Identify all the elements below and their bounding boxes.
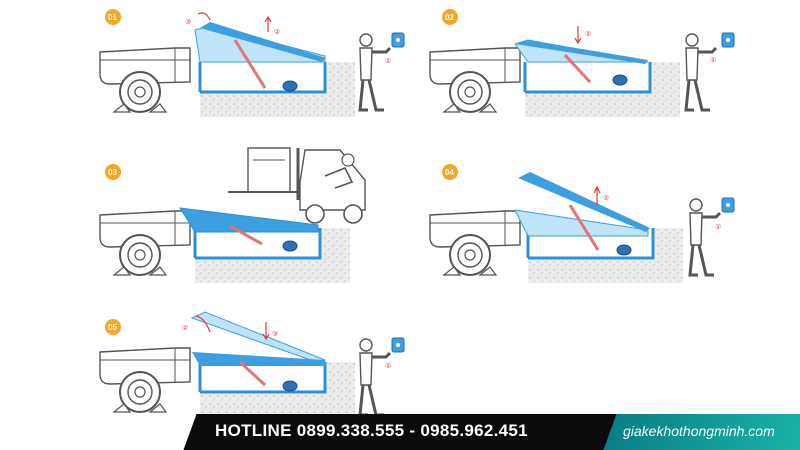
truck-icon: [429, 47, 521, 113]
step-badge-circle: [105, 9, 121, 25]
truck-icon: [99, 210, 191, 276]
step-mark-3: ③: [185, 18, 191, 26]
step-mark-1: ①: [385, 362, 391, 370]
ramp-platform-raised: [200, 22, 326, 62]
hydraulic-cylinder: [568, 204, 600, 251]
control-box-icon: [721, 197, 735, 213]
operator-icon: [688, 197, 722, 277]
hydraulic-cylinder: [238, 360, 267, 387]
panel-05: 05 ① ② ③: [99, 311, 405, 419]
step-mark-1: ①: [715, 223, 721, 231]
hydraulic-cylinder: [233, 39, 267, 89]
up-arrow-icon: [593, 185, 601, 205]
up-arrow-icon: [264, 15, 272, 32]
step-badge-circle: [105, 164, 121, 180]
truck-icon: [99, 47, 191, 113]
down-arrow-icon: [574, 26, 582, 45]
ramp-platform: [192, 352, 325, 366]
hydraulic-cylinder: [563, 53, 592, 84]
dock-pit: [198, 60, 357, 119]
step-mark-2: ②: [274, 28, 280, 36]
truck-icon: [99, 347, 191, 413]
panel-02: 02 ① ②: [429, 9, 735, 119]
hydraulic-cylinder: [229, 224, 263, 246]
pump-icon: [282, 240, 298, 252]
step-badge: 05: [108, 323, 117, 332]
operator-icon: [358, 32, 392, 112]
down-arrow-icon: [262, 322, 270, 341]
step-badge: 01: [108, 13, 117, 22]
hotline-text: HOTLINE 0899.338.555 - 0985.962.451: [215, 421, 528, 440]
step-badge-circle: [442, 9, 458, 25]
control-box-icon: [391, 32, 405, 48]
control-box-icon: [721, 32, 735, 48]
pump-icon: [282, 380, 298, 392]
lip-arrow-icon: [197, 12, 211, 21]
panel-03: 03: [99, 147, 366, 285]
dock-pit: [193, 226, 352, 285]
panel-04: 04 ① ②: [429, 164, 735, 285]
hotline-banner: HOTLINE 0899.338.555 - 0985.962.451 giak…: [0, 414, 800, 450]
lip-arrow-icon: [195, 315, 211, 333]
control-box-icon: [391, 337, 405, 353]
step-mark-3: ③: [272, 330, 278, 338]
operator-icon: [358, 337, 392, 417]
pump-icon: [282, 80, 298, 92]
dock-pit: [198, 360, 357, 419]
step-badge-circle: [105, 319, 121, 335]
step-badge: 04: [445, 168, 454, 177]
ramp-platform: [179, 207, 319, 233]
step-mark-1: ①: [385, 57, 391, 65]
ramp-platform-lowered: [515, 40, 648, 64]
step-badge: 02: [445, 13, 454, 22]
panel-01: 01 ① ② ③: [99, 9, 405, 119]
step-badge-circle: [442, 164, 458, 180]
ramp-platform-raised: [518, 172, 650, 232]
operator-icon: [684, 32, 718, 112]
pump-icon: [612, 74, 628, 86]
forklift-icon: [228, 147, 366, 224]
dock-pit: [523, 60, 682, 119]
website-link[interactable]: giakekhothongminh.com: [623, 423, 775, 439]
step-mark-1: ①: [710, 56, 716, 64]
step-badge: 03: [108, 168, 117, 177]
truck-icon: [429, 210, 521, 276]
pump-icon: [616, 244, 632, 256]
step-mark-2: ②: [182, 324, 188, 332]
step-mark-2: ②: [603, 194, 609, 202]
step-mark-2: ②: [585, 30, 591, 38]
